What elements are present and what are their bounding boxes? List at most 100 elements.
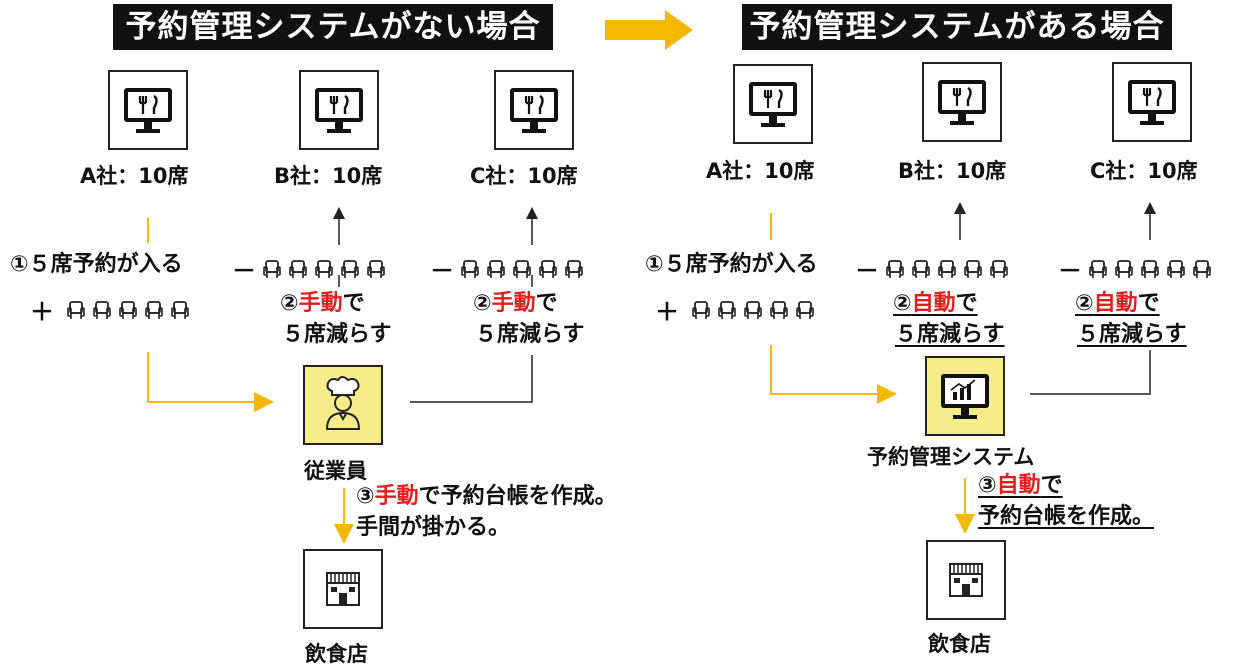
company-c-box: [1112, 62, 1192, 142]
chair-icon: [66, 300, 86, 320]
step2-c-label: ②手動で ５席減らす: [473, 288, 585, 350]
minus-sign: －: [855, 257, 879, 285]
seat-row-minus-c: －: [1058, 251, 1218, 286]
staff-label: 従業員: [304, 459, 367, 483]
chef-icon: [325, 376, 361, 430]
chair-icon: [769, 300, 789, 320]
monitor-chart-icon: [941, 374, 989, 419]
step3-suffix: で: [1040, 473, 1063, 498]
shop-icon: [949, 563, 983, 597]
chair-icon: [538, 259, 558, 279]
chair-icon: [963, 259, 983, 279]
plus-sign: ＋: [655, 298, 679, 326]
chair-icon: [170, 300, 190, 320]
company-b-label: B社：10席: [274, 164, 383, 188]
step2-suffix: で: [1137, 291, 1160, 316]
chair-icon: [1140, 259, 1160, 279]
step1-label: ①５席予約が入る: [645, 252, 818, 277]
company-a-label: A社：10席: [706, 159, 815, 183]
restaurant-box: [303, 549, 383, 629]
step1-label: ①５席予約が入る: [10, 252, 183, 277]
right-title: 予約管理システムがある場合: [742, 4, 1172, 50]
system-box: [925, 356, 1005, 436]
step2-number: ②: [1075, 291, 1094, 316]
plus-sign: ＋: [30, 298, 54, 326]
company-b-box: [299, 70, 379, 150]
monitor-restaurant-icon: [124, 88, 172, 133]
step3-number: ③: [978, 473, 997, 498]
chair-icon: [937, 259, 957, 279]
step3-manual: 手動: [374, 484, 419, 509]
company-b-label: B社：10席: [898, 159, 1007, 183]
seat-row-plus: ＋: [655, 292, 821, 327]
chair-icon: [717, 300, 737, 320]
restaurant-label: 飲食店: [305, 642, 368, 666]
chair-icon: [262, 259, 282, 279]
minus-sign: －: [430, 257, 454, 285]
company-b-box: [922, 62, 1002, 142]
chair-icon: [795, 300, 815, 320]
step2-line2: ５席減らす: [282, 322, 392, 347]
chair-icon: [1114, 259, 1134, 279]
chair-icon: [314, 259, 334, 279]
company-c-label: C社：10席: [470, 164, 578, 188]
chair-icon: [564, 259, 584, 279]
staff-box: [303, 365, 383, 445]
chair-icon: [885, 259, 905, 279]
step2-line2: ５席減らす: [895, 322, 1005, 347]
step2-number: ②: [473, 291, 492, 316]
step2-suffix: で: [955, 291, 978, 316]
left-title: 予約管理システムがない場合: [113, 4, 553, 50]
step2-suffix: で: [535, 291, 558, 316]
step2-number: ②: [280, 291, 299, 316]
restaurant-box: [926, 540, 1006, 620]
company-c-label: C社：10席: [1090, 159, 1198, 183]
monitor-restaurant-icon: [749, 82, 797, 127]
company-c-box: [494, 70, 574, 150]
step3-label: ③手動で予約台帳を作成。 手間が掛かる。: [356, 481, 617, 543]
step3-line2: 予約台帳を作成。: [978, 504, 1155, 529]
step3-auto: 自動: [996, 473, 1041, 498]
step3-line2: 手間が掛かる。: [356, 515, 511, 540]
step2-b-label: ②自動で ５席減らす: [893, 288, 1005, 350]
chair-icon: [989, 259, 1009, 279]
seat-row-minus-b: －: [855, 251, 1015, 286]
chair-icon: [1192, 259, 1212, 279]
arrow-right-icon: [605, 10, 693, 50]
step2-c-label: ②自動で ５席減らす: [1075, 288, 1187, 350]
step3-number: ③: [356, 484, 375, 509]
minus-sign: －: [1058, 257, 1082, 285]
step2-suffix: で: [342, 291, 365, 316]
monitor-restaurant-icon: [510, 88, 558, 133]
monitor-restaurant-icon: [315, 88, 363, 133]
system-label: 予約管理システム: [867, 445, 1035, 469]
company-a-label: A社：10席: [80, 164, 189, 188]
step2-line1: ②自動で: [1075, 291, 1160, 316]
step3-line1: ③自動で: [978, 473, 1063, 498]
chair-icon: [512, 259, 532, 279]
seat-row-minus-c: －: [430, 251, 590, 286]
monitor-restaurant-icon: [938, 80, 986, 125]
restaurant-label: 飲食店: [928, 632, 991, 656]
chair-icon: [144, 300, 164, 320]
step2-manual: 手動: [298, 291, 343, 316]
step3-rest: で予約台帳を作成。: [418, 484, 617, 509]
monitor-restaurant-icon: [1128, 80, 1176, 125]
step2-number: ②: [893, 291, 912, 316]
step2-b-label: ②手動で ５席減らす: [280, 288, 392, 350]
step2-manual: 手動: [491, 291, 536, 316]
step2-line1: ②自動で: [893, 291, 978, 316]
chair-icon: [288, 259, 308, 279]
step2-auto: 自動: [1093, 291, 1138, 316]
step2-auto: 自動: [911, 291, 956, 316]
chair-icon: [340, 259, 360, 279]
shop-icon: [326, 572, 360, 606]
step3-label: ③自動で 予約台帳を作成。: [978, 470, 1154, 532]
chair-icon: [1088, 259, 1108, 279]
company-a-box: [733, 64, 813, 144]
step2-line2: ５席減らす: [475, 322, 585, 347]
chair-icon: [691, 300, 711, 320]
minus-sign: －: [232, 257, 256, 285]
seat-row-minus-b: －: [232, 251, 392, 286]
